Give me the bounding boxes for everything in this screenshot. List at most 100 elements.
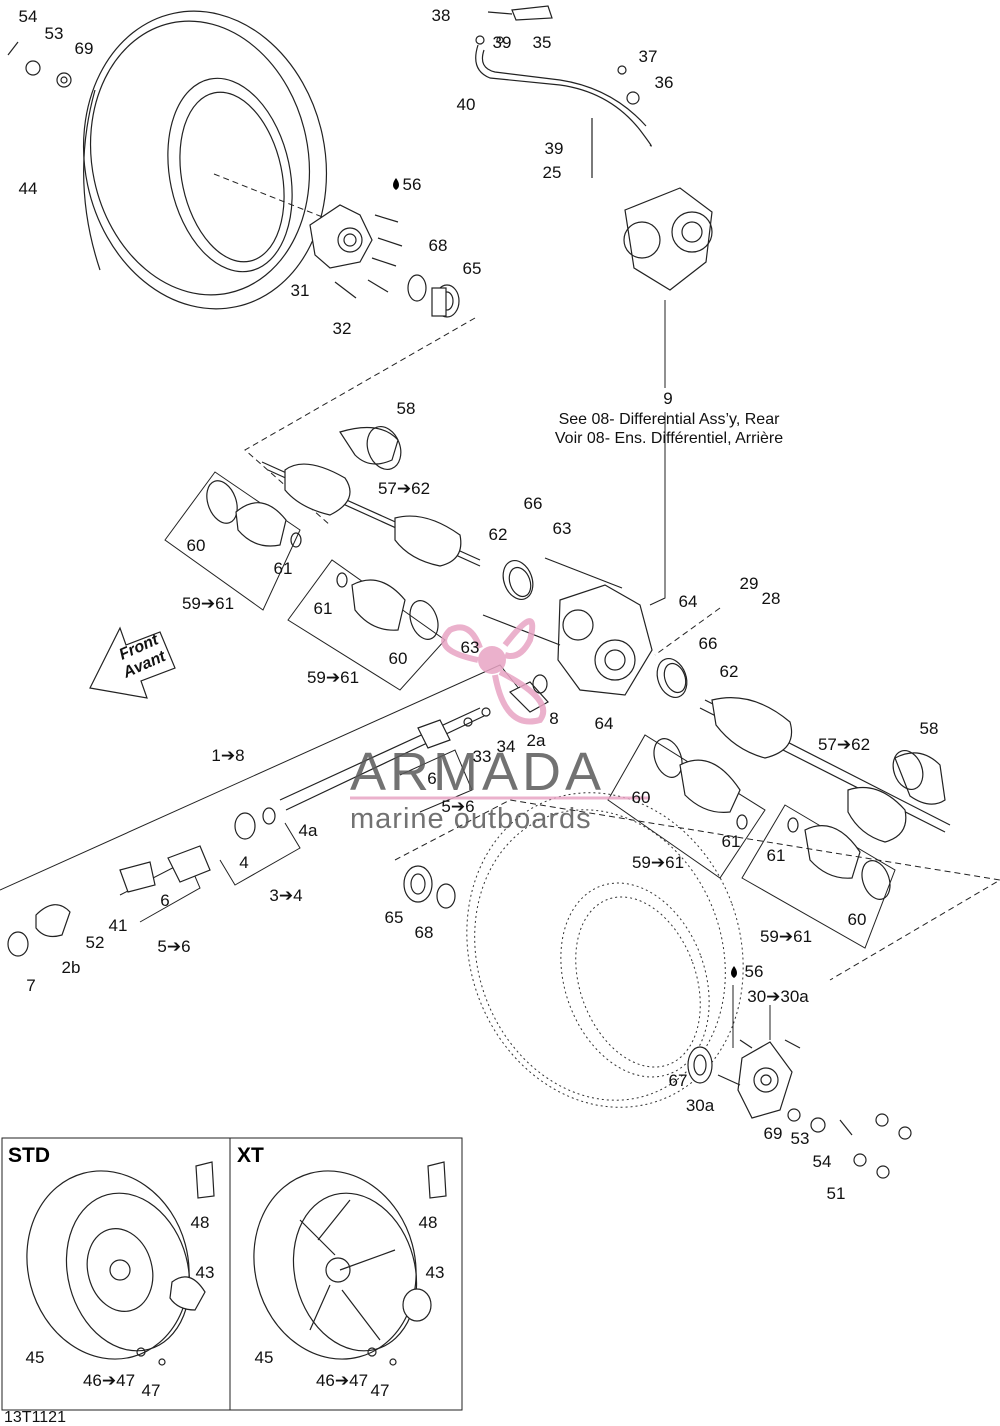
callout-label: 25 xyxy=(543,163,562,182)
callout-label: 60 xyxy=(389,649,408,668)
callout-label: 9 xyxy=(663,389,672,408)
hub-lower xyxy=(687,985,912,1179)
callout-label: 4a xyxy=(299,821,318,840)
tire-upper xyxy=(82,10,331,310)
callout-label: 37 xyxy=(639,47,658,66)
callout-label: 64 xyxy=(679,592,698,611)
callout-label: 56 xyxy=(745,962,764,981)
callout-label: 48 xyxy=(419,1213,438,1232)
callout-label: 44 xyxy=(19,179,38,198)
callout-label: 43 xyxy=(426,1263,445,1282)
assembly-line-upper xyxy=(244,317,476,526)
callout-label: 36 xyxy=(655,73,674,92)
boot-kit-lower-left xyxy=(607,734,766,879)
callout-label: 28 xyxy=(762,589,781,608)
boot-kit-left xyxy=(164,471,302,611)
callout-label: 5➔6 xyxy=(157,937,190,956)
callout-label: 66 xyxy=(699,634,718,653)
inset-xt-label: XT xyxy=(237,1144,264,1167)
callout-label: 29 xyxy=(740,574,759,593)
callout-label: 60 xyxy=(187,536,206,555)
figure-code: 13T1121 xyxy=(4,1409,66,1426)
callout-label: 2b xyxy=(62,958,81,977)
callout-label: 66 xyxy=(524,494,543,513)
callout-label: 62 xyxy=(489,525,508,544)
callout-label: 69 xyxy=(764,1124,783,1143)
callout-label: 64 xyxy=(595,714,614,733)
callout-label: 59➔61 xyxy=(307,668,359,687)
callout-label: 6 xyxy=(160,891,169,910)
callout-label: 33 xyxy=(473,747,492,766)
callout-label: 59➔61 xyxy=(760,927,812,946)
callout-label: 46➔47 xyxy=(316,1371,368,1390)
boot-kit-lower-right xyxy=(741,804,896,949)
callout-label: 30➔30a xyxy=(747,987,809,1006)
callout-label: 2a xyxy=(527,731,546,750)
drive-shaft-upper xyxy=(261,426,481,567)
watermark-subtitle: marine outboards xyxy=(350,803,592,835)
callout-label: 41 xyxy=(109,916,128,935)
callout-label: 60 xyxy=(848,910,867,929)
callout-label: 68 xyxy=(429,236,448,255)
tire-lower xyxy=(394,792,1000,1108)
callout-label: 53 xyxy=(791,1129,810,1148)
callout-label: 1➔8 xyxy=(211,746,244,765)
callout-label: 65 xyxy=(385,908,404,927)
callout-label: 45 xyxy=(26,1348,45,1367)
callout-label: 4 xyxy=(239,853,248,872)
callout-label: 61 xyxy=(274,559,293,578)
callout-label: 38 xyxy=(432,6,451,25)
callout-label: 61 xyxy=(314,599,333,618)
callout-label: 53 xyxy=(45,24,64,43)
callout-label: 6 xyxy=(427,769,436,788)
callout-label: 43 xyxy=(196,1263,215,1282)
reference-note-en: See 08- Differential Ass’y, Rear xyxy=(559,411,781,428)
callout-label: 59➔61 xyxy=(632,853,684,872)
watermark: ARMADA marine outboards xyxy=(350,618,650,835)
knuckle-upper xyxy=(309,204,460,318)
cable-assembly xyxy=(475,5,652,178)
callout-label: 35 xyxy=(533,33,552,52)
callout-label: 45 xyxy=(255,1348,274,1367)
callout-label: 67 xyxy=(669,1071,688,1090)
callout-label: 31 xyxy=(291,281,310,300)
callout-label: 58 xyxy=(397,399,416,418)
callout-label: 34 xyxy=(497,737,516,756)
callout-label: 48 xyxy=(191,1213,210,1232)
callout-label: 61 xyxy=(722,832,741,851)
callout-label: 8 xyxy=(549,709,558,728)
watermark-brand: ARMADA xyxy=(350,742,605,802)
inset-xt: XT xyxy=(229,1137,463,1411)
callout-label: 32 xyxy=(333,319,352,338)
oil-drop-icon xyxy=(393,178,399,190)
callout-label: 63 xyxy=(461,638,480,657)
differential-upper xyxy=(623,187,713,388)
callout-label: 57➔62 xyxy=(378,479,430,498)
differential-main xyxy=(482,412,721,698)
callout-label: 40 xyxy=(457,95,476,114)
callout-label: 61 xyxy=(767,846,786,865)
callout-label: 59➔61 xyxy=(182,594,234,613)
callout-label: 54 xyxy=(813,1152,832,1171)
callout-label: 57➔62 xyxy=(818,735,870,754)
callout-label: 47 xyxy=(142,1381,161,1400)
oil-drop-icon xyxy=(731,966,737,978)
callout-label: 30a xyxy=(686,1096,715,1115)
callout-label: 47 xyxy=(371,1381,390,1400)
callout-label: 5➔6 xyxy=(441,797,474,816)
callout-label: 60 xyxy=(632,788,651,807)
fasteners-upper-left xyxy=(7,41,72,88)
inset-std-label: STD xyxy=(8,1144,50,1167)
callout-label: 7 xyxy=(26,976,35,995)
callout-label: 68 xyxy=(415,923,434,942)
callout-label: 52 xyxy=(86,933,105,952)
callout-label: 39 xyxy=(493,33,512,52)
callout-label: 39 xyxy=(545,139,564,158)
callout-label: 3➔4 xyxy=(269,886,302,905)
callout-label: 69 xyxy=(75,39,94,58)
callout-label: 58 xyxy=(920,719,939,738)
front-direction-arrow: Front Avant xyxy=(89,626,176,699)
callout-label: 54 xyxy=(19,7,38,26)
